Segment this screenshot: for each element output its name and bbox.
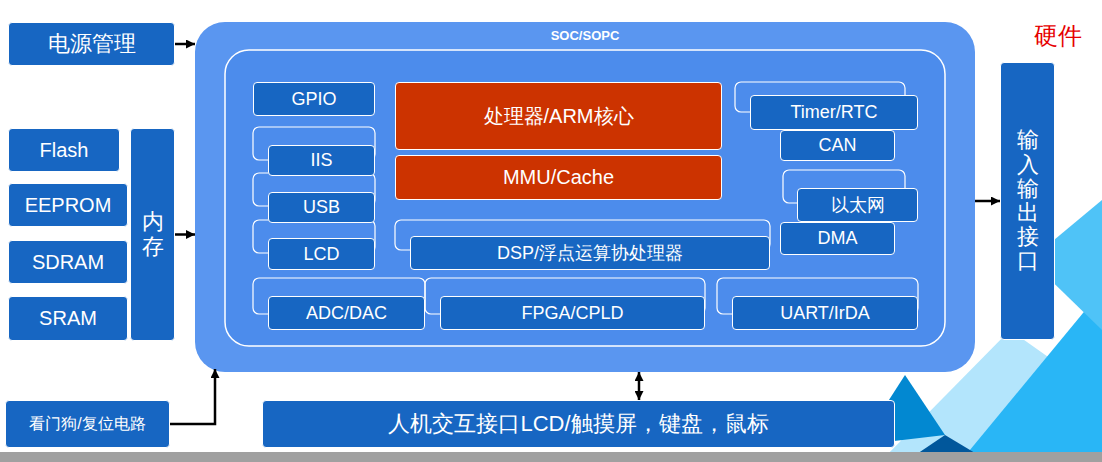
box-label: Timer/RTC (791, 102, 878, 123)
component-box: 看门狗/复位电路 (5, 400, 170, 448)
box-label: 内存 (142, 210, 164, 258)
connector-arrow (975, 200, 1000, 203)
component-box: SDRAM (8, 240, 128, 284)
soc-block: SOC/SOPC GPIO 处理器/ARM核心 Timer/RTC IIS MMU/Cac… (195, 22, 975, 372)
component-box: Flash (8, 128, 120, 172)
component-box: CAN (780, 130, 895, 161)
box-label: ADC/DAC (306, 303, 387, 324)
box-label: DMA (818, 228, 858, 249)
component-box: FPGA/CPLD (440, 296, 705, 330)
component-box: DMA (780, 222, 895, 255)
component-box: 电源管理 (8, 22, 175, 66)
component-box: DSP/浮点运算协处理器 (410, 236, 770, 270)
box-label: CAN (818, 135, 856, 156)
core-box: MMU/Cache (395, 155, 722, 200)
component-box: SRAM (8, 296, 128, 341)
box-label: USB (303, 197, 340, 218)
component-box: ADC/DAC (268, 296, 425, 330)
bottom-bar (0, 452, 1102, 462)
connector-arrow (175, 233, 195, 236)
box-label: SDRAM (32, 251, 104, 274)
component-box: GPIO (253, 82, 375, 116)
box-label: IIS (310, 150, 332, 171)
box-label: SOC/SOPC (551, 28, 620, 43)
component-box: USB (268, 192, 375, 223)
box-label: MMU/Cache (503, 166, 614, 189)
connector-arrow (175, 43, 195, 46)
box-label: LCD (303, 244, 339, 265)
component-box: 内存 (130, 128, 175, 341)
box-label: 以太网 (831, 193, 885, 217)
component-box: UART/IrDA (732, 296, 918, 330)
component-box: IIS (268, 145, 375, 176)
box-label: 处理器/ARM核心 (484, 103, 634, 130)
box-label: 看门狗/复位电路 (29, 414, 145, 435)
component-box: 输入输出接口 (1000, 62, 1055, 340)
section-label: 硬件 (1034, 20, 1082, 52)
component-box: LCD (268, 238, 375, 270)
core-box: 处理器/ARM核心 (395, 82, 722, 150)
connector-arrow (170, 369, 215, 424)
soc-outer-panel (195, 22, 975, 372)
box-label: 输入输出接口 (1017, 128, 1039, 273)
box-label: 人机交互接口LCD/触摸屏，键盘，鼠标 (388, 409, 768, 439)
connector-arrow (638, 372, 641, 400)
box-label: SRAM (39, 307, 97, 330)
box-label: Flash (40, 139, 89, 162)
soc-inner-panel (225, 50, 945, 346)
box-label: EEPROM (25, 194, 112, 217)
box-label: DSP/浮点运算协处理器 (497, 241, 683, 265)
component-box: Timer/RTC (750, 95, 918, 130)
component-box: 人机交互接口LCD/触摸屏，键盘，鼠标 (262, 400, 895, 448)
box-label: GPIO (291, 89, 336, 110)
component-box: EEPROM (8, 183, 128, 227)
box-label: FPGA/CPLD (521, 303, 623, 324)
box-label: 电源管理 (48, 29, 136, 59)
box-label: UART/IrDA (780, 303, 870, 324)
component-box: 以太网 (797, 188, 918, 222)
